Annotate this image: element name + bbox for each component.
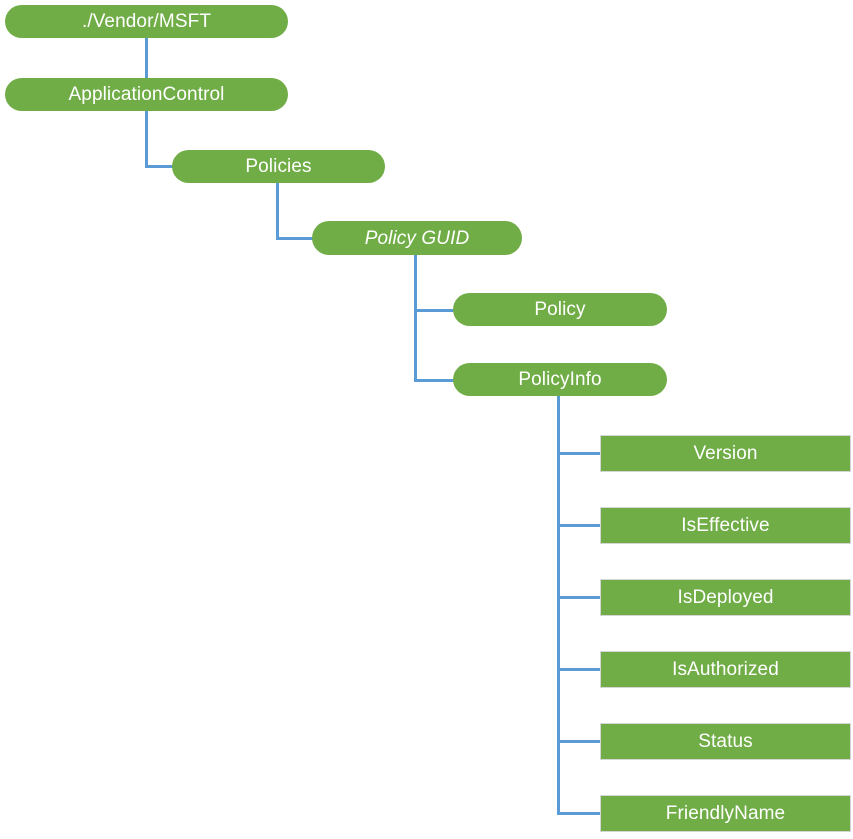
node-friendly-name[interactable]: FriendlyName: [600, 795, 851, 832]
connector-policyguid-trunk: [414, 254, 417, 381]
connector-policyinfo-to-child-5: [557, 740, 602, 743]
node-policy-guid-label: Policy GUID: [364, 227, 470, 249]
node-policies-label: Policies: [245, 156, 312, 177]
connector-policyguid-to-policyinfo: [414, 379, 455, 382]
node-version-label: Version: [693, 443, 758, 464]
node-policy-info-label: PolicyInfo: [518, 369, 602, 390]
connector-policyinfo-to-child-1: [557, 452, 602, 455]
node-application-control-label: ApplicationControl: [68, 84, 225, 105]
node-is-deployed[interactable]: IsDeployed: [600, 579, 851, 616]
connector-policyinfo-to-child-6: [557, 812, 602, 815]
connector-policies-to-policyguid-vertical: [276, 182, 279, 240]
node-is-effective[interactable]: IsEffective: [600, 507, 851, 544]
node-vendor-msft-label: ./Vendor/MSFT: [81, 11, 212, 32]
connector-policyguid-to-policy: [414, 309, 455, 312]
node-application-control[interactable]: ApplicationControl: [5, 78, 288, 111]
node-is-effective-label: IsEffective: [681, 515, 770, 536]
node-vendor-msft[interactable]: ./Vendor/MSFT: [5, 5, 288, 38]
connector-policyinfo-trunk: [557, 396, 560, 815]
connector-applicationcontrol-to-policies-horizontal: [145, 165, 175, 168]
node-is-authorized[interactable]: IsAuthorized: [600, 651, 851, 688]
node-friendly-name-label: FriendlyName: [665, 803, 786, 824]
node-policies[interactable]: Policies: [172, 150, 385, 183]
node-policy[interactable]: Policy: [453, 293, 667, 326]
node-status[interactable]: Status: [600, 723, 851, 760]
node-policy-guid[interactable]: Policy GUID: [312, 221, 522, 255]
node-status-label: Status: [698, 731, 753, 752]
node-policy-info[interactable]: PolicyInfo: [453, 363, 667, 396]
connector-policyinfo-to-child-2: [557, 524, 602, 527]
node-policy-label: Policy: [534, 299, 586, 320]
node-is-authorized-label: IsAuthorized: [672, 659, 779, 680]
node-version[interactable]: Version: [600, 435, 851, 472]
connector-policyinfo-to-child-3: [557, 596, 602, 599]
node-is-deployed-label: IsDeployed: [677, 587, 774, 608]
connector-applicationcontrol-to-policies-vertical: [145, 110, 148, 168]
connector-policies-to-policyguid-horizontal: [276, 237, 314, 240]
connector-root-to-applicationcontrol: [145, 37, 148, 79]
connector-policyinfo-to-child-4: [557, 668, 602, 671]
